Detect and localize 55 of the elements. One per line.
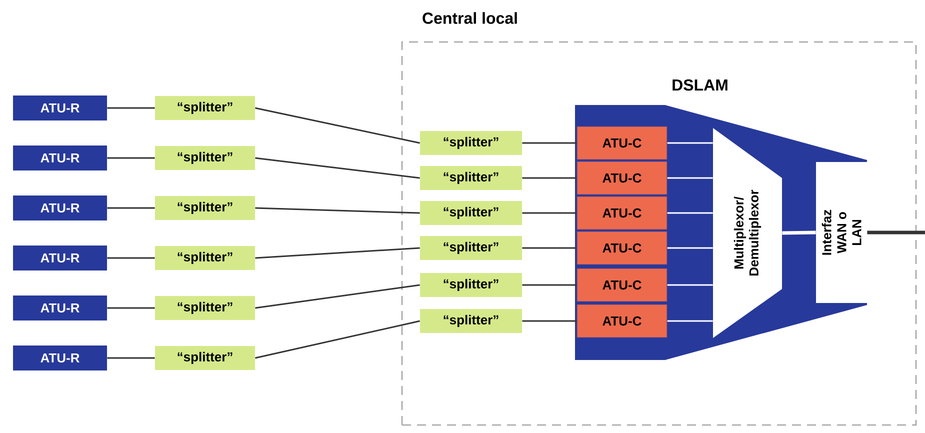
modem-box: ATU-C [576,231,668,265]
device-box: ATU-R [13,196,108,220]
connector-line [255,107,420,144]
dslam-title: DSLAM [672,79,728,91]
splitter-box: “splitter” [155,146,255,170]
splitter-box: “splitter” [420,131,522,155]
splitter-box: “splitter” [155,246,255,270]
modem-box: ATU-C [576,304,668,338]
interface-box: Interfaz WAN o LAN [816,162,867,303]
multiplexer-trapezoid: Multiplexor/ Demultiplexor [713,128,782,338]
splitter-box: “splitter” [420,166,522,190]
modem-box: ATU-C [576,268,668,302]
connector-line [107,107,155,109]
connector-line [522,247,577,249]
connector-line [667,284,713,286]
modem-box: ATU-C [576,161,668,195]
connector-line [107,357,155,359]
device-box: ATU-R [13,146,108,170]
connector-line [667,142,713,144]
device-box: ATU-R [13,346,108,370]
device-box: ATU-R [13,96,108,120]
connector-line [255,284,420,309]
splitter-box: “splitter” [155,196,255,220]
connector-line [667,212,713,214]
device-box: ATU-R [13,246,108,270]
container-title: Central local [422,12,517,24]
connector-line [522,212,577,214]
splitter-box: “splitter” [155,346,255,370]
node-label: Interfaz WAN o LAN [822,210,862,255]
connector-line [522,284,577,286]
connector-line [522,142,577,144]
connector-line [107,157,155,159]
connector-line [255,157,420,179]
modem-box: ATU-C [576,126,668,160]
connector-line [255,320,420,359]
splitter-box: “splitter” [420,273,522,297]
connector-line [107,257,155,259]
splitter-box: “splitter” [420,309,522,333]
splitter-box: “splitter” [155,296,255,320]
connector-line [255,247,420,259]
connector-line [522,320,577,322]
connector-line [667,177,713,179]
connector-line [667,320,713,322]
modem-box: ATU-C [576,196,668,230]
connector-line [522,177,577,179]
device-box: ATU-R [13,296,108,320]
splitter-box: “splitter” [420,201,522,225]
connector-line [107,307,155,309]
connector-line [867,230,925,234]
splitter-box: “splitter” [155,96,255,120]
connector-line [667,247,713,249]
connector-line [107,207,155,209]
connector-line [255,207,420,214]
connector-line [782,230,816,235]
splitter-box: “splitter” [420,236,522,260]
